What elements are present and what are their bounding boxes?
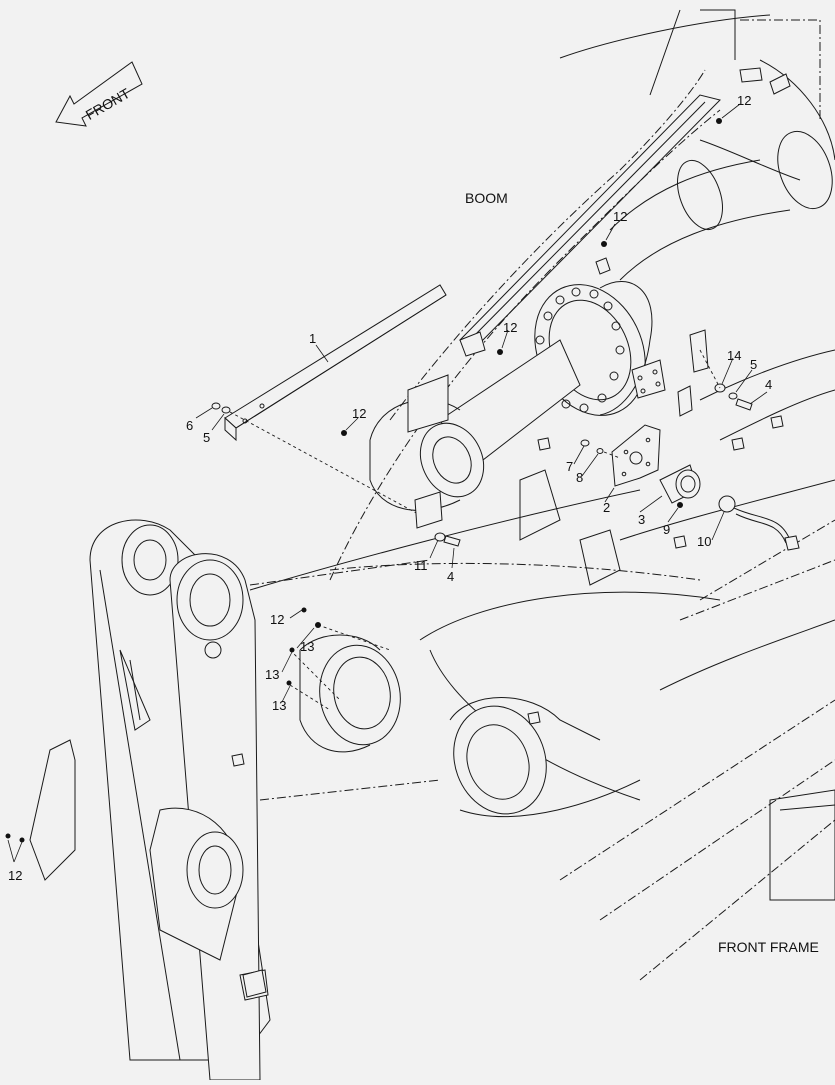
callout-12e: 12 [270,612,284,627]
callout-5b: 5 [203,430,210,445]
callout-1: 1 [309,331,316,346]
callout-11: 11 [414,558,428,573]
front-frame-structure [249,349,835,981]
callout-6: 6 [186,418,193,433]
callout-12c: 12 [503,320,517,335]
callout-10: 10 [697,534,711,549]
bolts-12 [5,118,722,843]
cylinder-flange [369,281,653,511]
callout-14: 14 [727,348,741,363]
boom-structure [329,9,835,581]
fasteners-left [211,402,461,547]
part-1-angle-bar [224,284,447,442]
callout-8: 8 [576,470,583,485]
callout-12d: 12 [352,406,366,421]
callout-2: 2 [603,500,610,515]
callout-9: 9 [663,522,670,537]
callout-13c: 13 [272,698,286,713]
small-blocks [231,67,791,998]
front-arrow: FRONT [55,61,143,127]
boom-label: BOOM [465,190,508,206]
callout-13a: 13 [300,639,314,654]
labels: BOOM FRONT FRAME 1 2 3 4 4 5 5 6 7 8 9 1… [8,93,819,955]
callout-12b: 12 [613,209,627,224]
callout-13b: 13 [265,667,279,682]
lift-arm [29,519,441,1081]
sensor-assembly [580,329,800,551]
callout-3: 3 [638,512,645,527]
callout-4b: 4 [447,569,454,584]
callout-12f: 12 [8,868,22,883]
callout-5a: 5 [750,357,757,372]
callout-4a: 4 [765,377,772,392]
callout-12a: 12 [737,93,751,108]
front-frame-label: FRONT FRAME [718,939,819,955]
pin-retainer [286,607,401,753]
callout-7: 7 [566,459,573,474]
leader-lines [7,103,768,863]
